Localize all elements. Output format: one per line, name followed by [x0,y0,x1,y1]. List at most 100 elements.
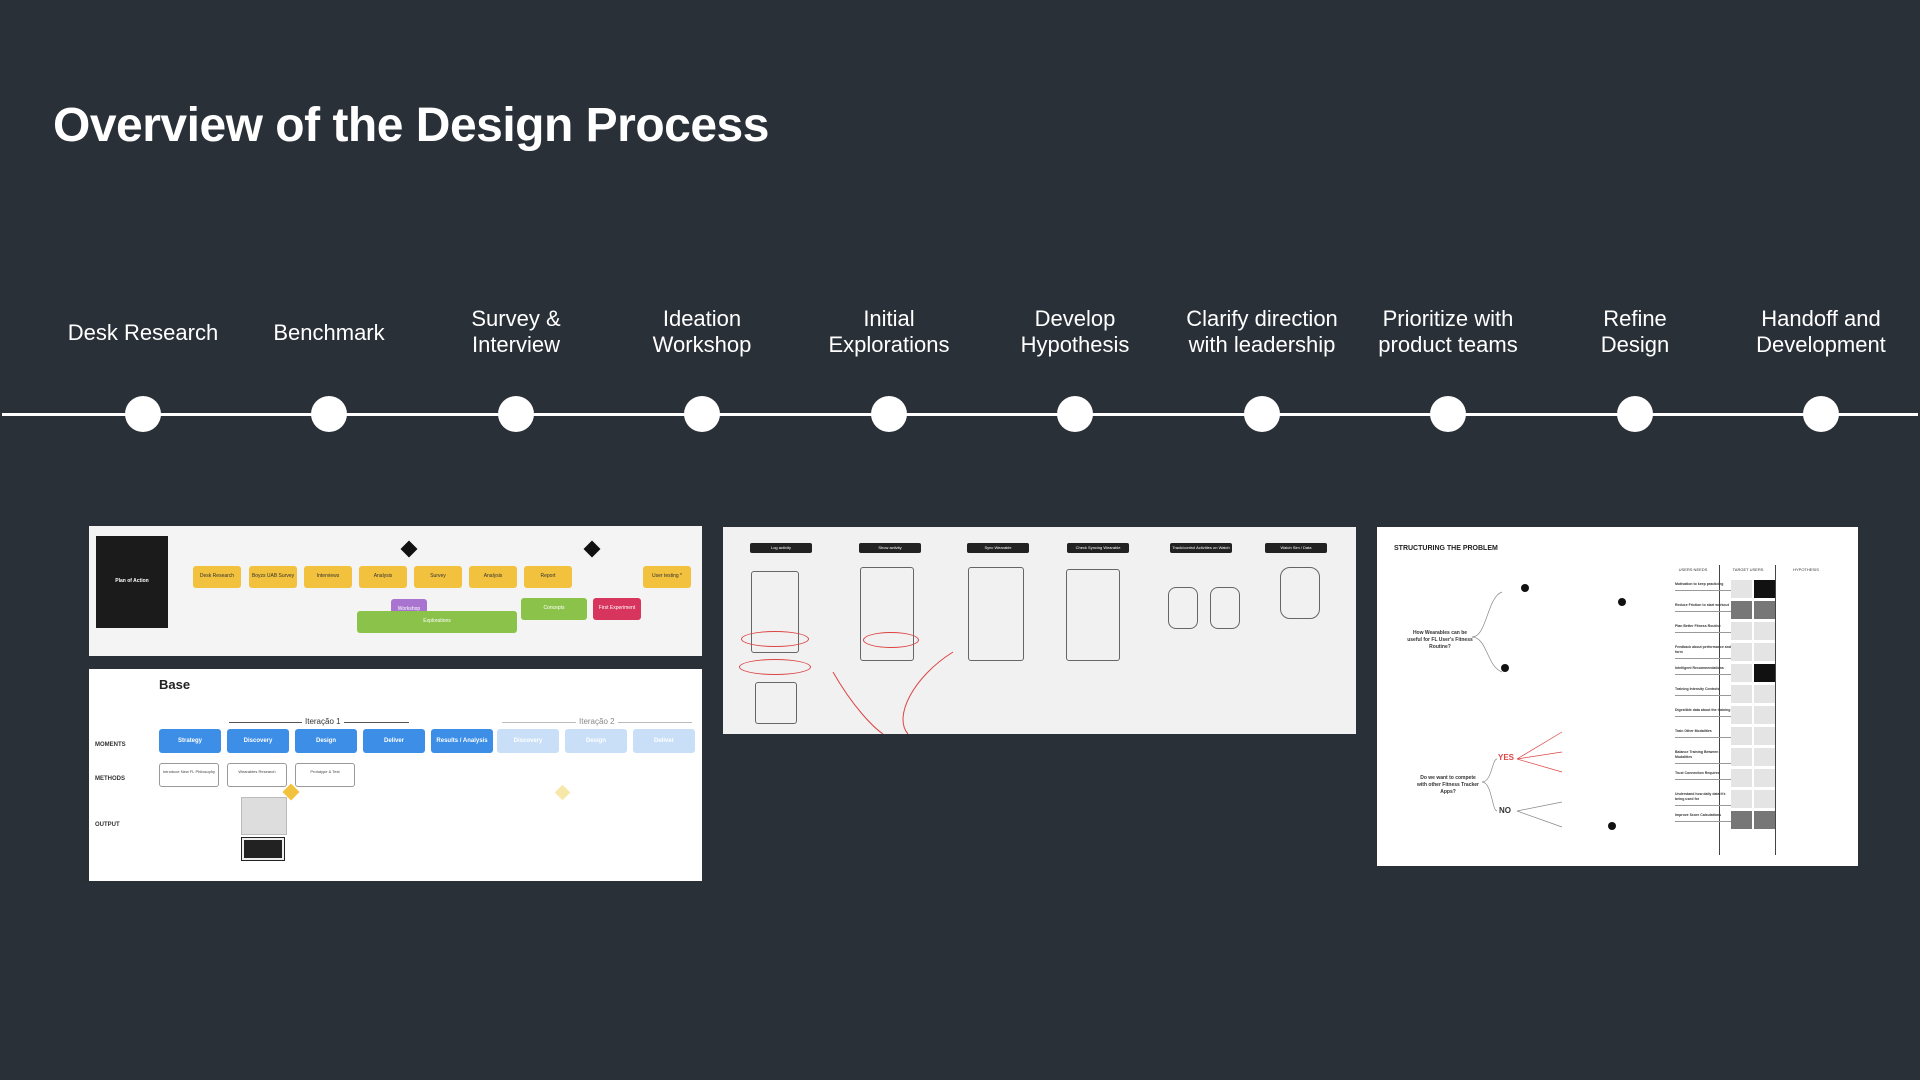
timeline-dot [1430,396,1466,432]
target-cell [1754,748,1775,766]
need-item: Digestible data about the training [1675,708,1735,717]
timeline-step-line1: Clarify direction [1186,306,1338,331]
structuring-title: STRUCTURING THE PROBLEM [1394,545,1498,552]
moment-pill-faded: Discovery [497,729,559,753]
timeline-dot [684,396,720,432]
col-header-hypothesis: HYPOTHESIS [1793,567,1819,572]
need-item: Understand how daily data it's being use… [1675,792,1735,806]
first-experiment-sticky: First Experiment [593,598,641,620]
target-cell [1731,664,1752,682]
target-cell [1754,601,1775,619]
target-cell [1754,580,1775,598]
target-cell [1754,706,1775,724]
need-item: Balance Training Between Modalities [1675,750,1735,764]
diamond-marker-yellow-faded [554,784,571,801]
target-cell [1731,643,1752,661]
timeline-step-label: Survey &Interview [416,306,616,358]
sketch-watch [1280,567,1320,619]
base-title: Base [159,677,191,692]
sketch-phone [1066,569,1120,661]
iteration2-label: Iteração 2 [576,717,618,726]
target-cell [1754,685,1775,703]
target-cell [1731,727,1752,745]
timeline-step-line2: Explorations [828,332,950,357]
row-methods-label: METHODS [95,776,125,782]
timeline-dot [1244,396,1280,432]
timeline-step-line2: Design [1600,332,1670,357]
iteration1-label: Iteração 1 [302,717,344,726]
sketch-label: Track/control Activities on Watch [1170,543,1232,553]
method-box: Prototype & Test [295,763,355,787]
moment-pill: Discovery [227,729,289,753]
target-cell [1731,622,1752,640]
timeline-step-line1: Desk Research [67,320,219,345]
timeline-step-line2: product teams [1378,332,1518,357]
plan-sticky: Survey [414,566,462,588]
moment-pill: Strategy [159,729,221,753]
need-item: Training Intensity Controls [1675,687,1735,696]
moment-pill-faded: Design [565,729,627,753]
moment-pill: Deliver [363,729,425,753]
timeline-step-line1: Prioritize with [1382,306,1514,331]
sketch-watch [1210,587,1240,629]
plan-sticky: User testing * [643,566,691,588]
annotation-circle [741,631,809,647]
need-item: Intelligent Recommendations [1675,666,1735,675]
target-cell [1731,790,1752,808]
timeline-step-line2: Interview [471,332,561,357]
diamond-marker [400,540,418,558]
output-thumbnail-dark [241,837,285,861]
sketch-label: Check Syncing Wearable [1067,543,1129,553]
target-cell [1754,727,1775,745]
sketch-phone [968,567,1024,661]
timeline-step-line1: Refine [1603,306,1667,331]
column-divider [1719,565,1720,855]
target-cell [1731,706,1752,724]
need-item: Trust Connection Required [1675,771,1735,780]
need-item: Reduce Friction to start workout [1675,603,1735,612]
output-thumbnail [241,797,287,835]
page-title: Overview of the Design Process [53,99,769,152]
row-output-label: OUTPUT [95,822,120,828]
method-box: Wearables Research [227,763,287,787]
target-cell [1754,643,1775,661]
timeline-step-line2: with leadership [1188,332,1336,357]
plan-sticky: Interviews [304,566,352,588]
target-cell [1754,664,1775,682]
need-item: Plan Better Fitness Routine [1675,624,1735,633]
annotation-lines [832,651,954,734]
diamond-marker [583,540,601,558]
column-divider [1775,565,1776,855]
target-cell [1754,769,1775,787]
plan-sticky: Boyzs UAB Survey [249,566,297,588]
timeline-step-label: Desk Research [43,320,243,346]
col-header-target: TARGET USERS [1732,567,1764,572]
moment-pill: Results / Analysis [431,729,493,753]
plan-sticky: Analysis [359,566,407,588]
timeline-dot [125,396,161,432]
timeline-step-label: Benchmark [229,320,429,346]
answer-yes: YES [1498,753,1515,762]
timeline-step-line2: Development [1756,332,1886,357]
sketch-label: Log activity [750,543,812,553]
timeline-step-line1: Ideation [662,306,742,331]
structuring-panel: STRUCTURING THE PROBLEM How Wearables ca… [1377,527,1858,866]
method-box: Introduce New FL Philosophy [159,763,219,787]
target-cell [1731,601,1752,619]
target-cell [1731,748,1752,766]
plan-sticky: Analysis [469,566,517,588]
timeline-step-line1: Survey & [471,306,561,331]
answer-no: NO [1499,806,1511,815]
sketches-panel: Log activity Show activity Sync Wearable Ch… [723,527,1356,734]
annotation-circle [863,632,919,648]
sketch-label: Watch Sim / Data [1265,543,1327,553]
sketch-label: Show activity [859,543,921,553]
sketch-label: Sync Wearable [967,543,1029,553]
timeline-step-line1: Handoff and [1761,306,1881,331]
sketch-watch [1168,587,1198,629]
